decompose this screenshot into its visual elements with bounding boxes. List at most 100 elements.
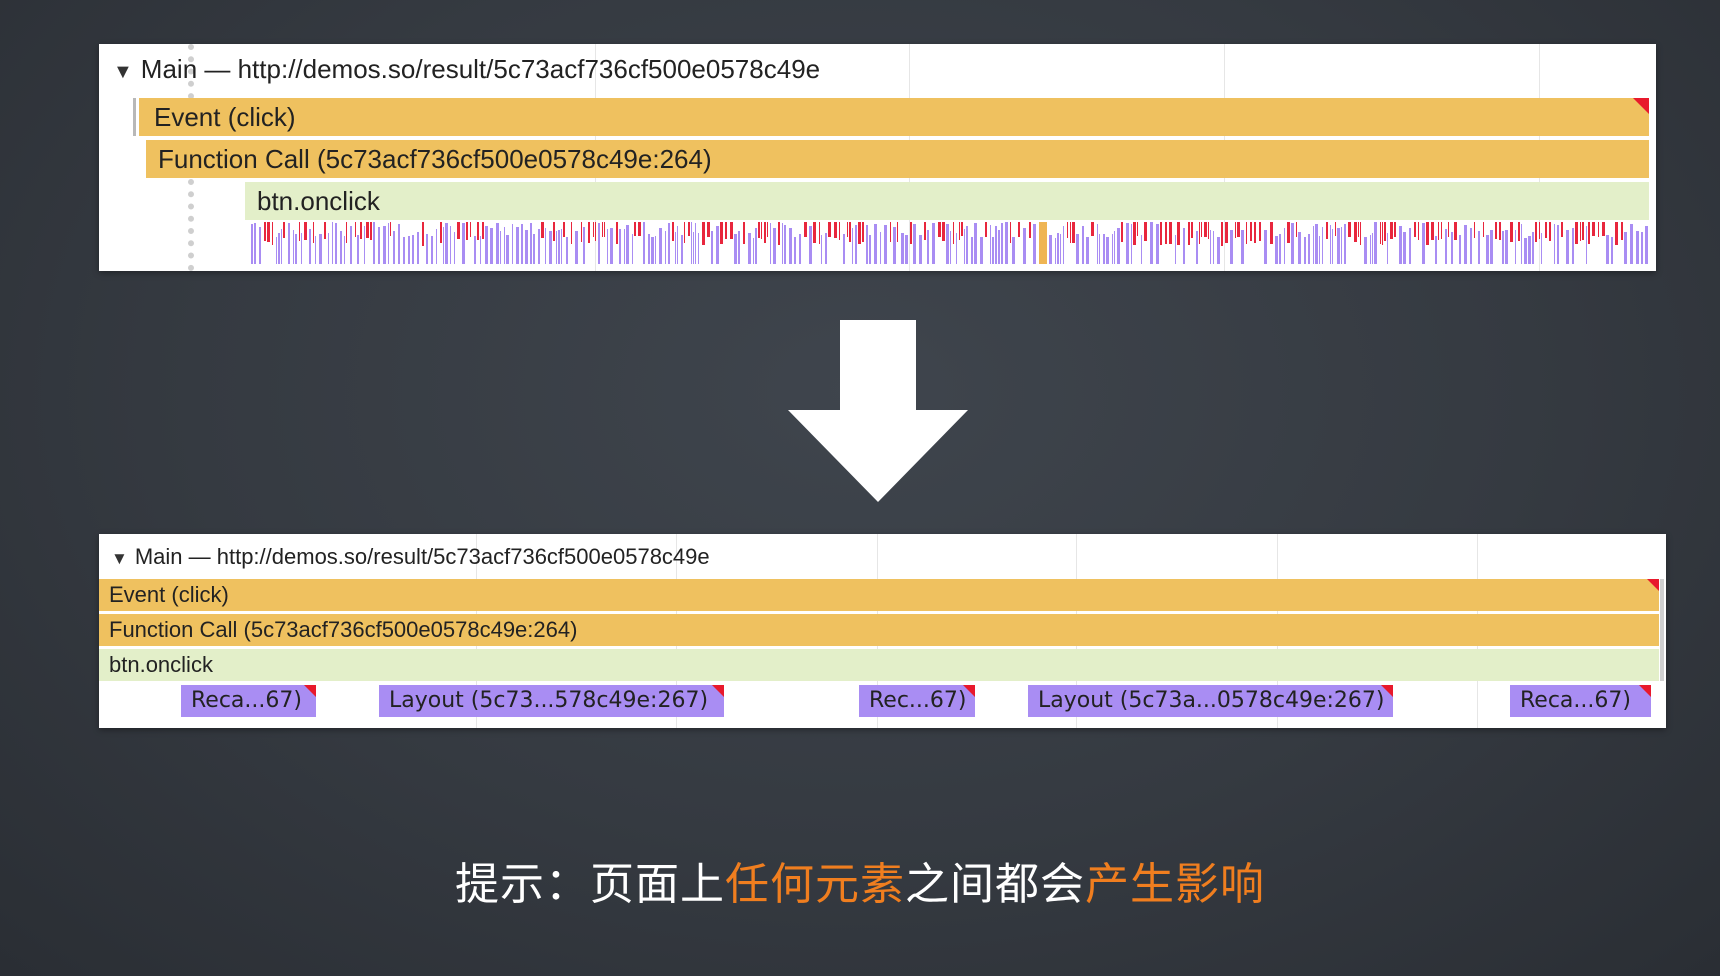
task-stripe[interactable] bbox=[874, 224, 877, 264]
function-call-bar[interactable]: Function Call (5c73acf736cf500e0578c49e:… bbox=[146, 140, 1649, 178]
task-stripe[interactable] bbox=[1502, 231, 1504, 264]
task-stripe[interactable] bbox=[556, 231, 557, 264]
task-stripe[interactable] bbox=[1175, 235, 1176, 264]
task-stripe[interactable] bbox=[477, 222, 479, 240]
task-stripe[interactable] bbox=[1005, 222, 1008, 264]
task-stripe[interactable] bbox=[702, 222, 705, 245]
task-stripe[interactable] bbox=[789, 228, 792, 264]
task-stripe[interactable] bbox=[1588, 222, 1590, 244]
task-stripe[interactable] bbox=[913, 224, 916, 264]
task-stripe[interactable] bbox=[480, 236, 481, 264]
task-stripe[interactable] bbox=[980, 237, 983, 264]
task-stripe[interactable] bbox=[764, 222, 766, 243]
task-stripe[interactable] bbox=[426, 234, 428, 264]
task-stripe[interactable] bbox=[1598, 222, 1599, 237]
task-stripe[interactable] bbox=[905, 235, 908, 264]
task-stripe[interactable] bbox=[1063, 226, 1064, 264]
task-stripe[interactable] bbox=[707, 222, 710, 237]
task-stripe[interactable] bbox=[743, 222, 745, 244]
task-stripe[interactable] bbox=[1121, 222, 1123, 242]
expand-triangle-icon[interactable]: ▼ bbox=[111, 549, 128, 568]
task-stripe[interactable] bbox=[454, 232, 455, 264]
task-stripe[interactable] bbox=[1518, 222, 1520, 241]
task-stripe[interactable] bbox=[549, 231, 552, 264]
task-stripe[interactable] bbox=[619, 229, 621, 264]
task-stripe[interactable] bbox=[1144, 222, 1147, 241]
task-stripe[interactable] bbox=[1545, 222, 1547, 238]
task-stripe[interactable] bbox=[525, 230, 528, 264]
task-stripe[interactable] bbox=[1337, 228, 1340, 264]
task-stripe[interactable] bbox=[1304, 237, 1306, 264]
task-stripe[interactable] bbox=[1023, 228, 1026, 264]
task-stripe[interactable] bbox=[748, 233, 751, 264]
task-stripe[interactable] bbox=[313, 222, 314, 243]
task-stripe[interactable] bbox=[588, 222, 590, 243]
task-stripe[interactable] bbox=[328, 233, 329, 264]
event-click-bar[interactable]: Event (click) bbox=[99, 579, 1659, 611]
task-stripe[interactable] bbox=[1196, 231, 1198, 264]
task-stripe[interactable] bbox=[319, 234, 322, 264]
task-stripe[interactable] bbox=[1315, 224, 1318, 264]
task-stripe[interactable] bbox=[1344, 224, 1346, 264]
task-stripe[interactable] bbox=[1606, 235, 1609, 264]
task-stripe[interactable] bbox=[953, 222, 954, 244]
task-stripe[interactable] bbox=[1611, 237, 1613, 264]
task-stripe[interactable] bbox=[1372, 233, 1373, 264]
task-stripe[interactable] bbox=[1580, 222, 1581, 241]
task-stripe[interactable] bbox=[1150, 222, 1153, 264]
task-stripe[interactable] bbox=[1387, 233, 1388, 264]
task-stripe[interactable] bbox=[725, 222, 727, 239]
task-stripe[interactable] bbox=[278, 233, 280, 264]
task-stripe[interactable] bbox=[563, 222, 565, 237]
task-stripe[interactable] bbox=[293, 230, 294, 264]
task-stripe[interactable] bbox=[974, 223, 977, 264]
task-stripe[interactable] bbox=[695, 223, 696, 264]
task-stripe[interactable] bbox=[457, 222, 460, 239]
task-stripe[interactable] bbox=[651, 237, 654, 264]
task-stripe[interactable] bbox=[355, 222, 356, 237]
task-stripe[interactable] bbox=[1399, 226, 1402, 264]
task-stripe[interactable] bbox=[809, 226, 812, 264]
task-stripe[interactable] bbox=[436, 229, 437, 264]
task-stripe[interactable] bbox=[1335, 222, 1336, 236]
task-stripe[interactable] bbox=[309, 229, 311, 264]
task-stripe[interactable] bbox=[1630, 224, 1633, 264]
task-stripe[interactable] bbox=[521, 224, 523, 264]
task-stripe[interactable] bbox=[1322, 227, 1323, 264]
task-stripe[interactable] bbox=[541, 222, 544, 238]
task-stripe[interactable] bbox=[1070, 222, 1071, 243]
task-stripe[interactable] bbox=[462, 223, 465, 264]
task-stripe[interactable] bbox=[770, 223, 771, 264]
task-stripe[interactable] bbox=[398, 224, 400, 264]
task-stripe[interactable] bbox=[1131, 224, 1132, 264]
task-stripe[interactable] bbox=[412, 235, 414, 264]
task-stripe[interactable] bbox=[610, 228, 613, 264]
task-stripe[interactable] bbox=[672, 222, 674, 241]
task-stripe[interactable] bbox=[778, 222, 780, 245]
task-stripe[interactable] bbox=[1204, 222, 1207, 237]
task-stripe[interactable] bbox=[1394, 222, 1396, 237]
task-stripe[interactable] bbox=[632, 234, 633, 264]
task-stripe[interactable] bbox=[324, 222, 326, 239]
task-stripe[interactable] bbox=[1441, 222, 1442, 239]
task-stripe[interactable] bbox=[364, 226, 365, 264]
task-stripe[interactable] bbox=[1592, 222, 1595, 236]
task-stripe[interactable] bbox=[1358, 222, 1359, 237]
task-stripe[interactable] bbox=[1326, 222, 1328, 239]
task-stripe[interactable] bbox=[761, 222, 762, 239]
task-stripe[interactable] bbox=[1298, 232, 1301, 264]
task-stripe[interactable] bbox=[1177, 222, 1180, 245]
task-stripe[interactable] bbox=[604, 222, 605, 237]
task-stripe[interactable] bbox=[924, 222, 926, 240]
task-stripe[interactable] bbox=[1033, 224, 1036, 264]
task-stripe[interactable] bbox=[408, 236, 410, 264]
task-stripe[interactable] bbox=[1586, 226, 1587, 264]
task-stripe[interactable] bbox=[919, 235, 922, 264]
task-stripe[interactable] bbox=[821, 235, 822, 264]
task-stripe[interactable] bbox=[1541, 233, 1542, 264]
task-stripe[interactable] bbox=[1246, 222, 1247, 244]
task-stripe[interactable] bbox=[431, 236, 433, 264]
task-stripe[interactable] bbox=[1029, 222, 1031, 238]
task-stripe[interactable] bbox=[1495, 222, 1497, 239]
task-stripe[interactable] bbox=[251, 224, 253, 264]
